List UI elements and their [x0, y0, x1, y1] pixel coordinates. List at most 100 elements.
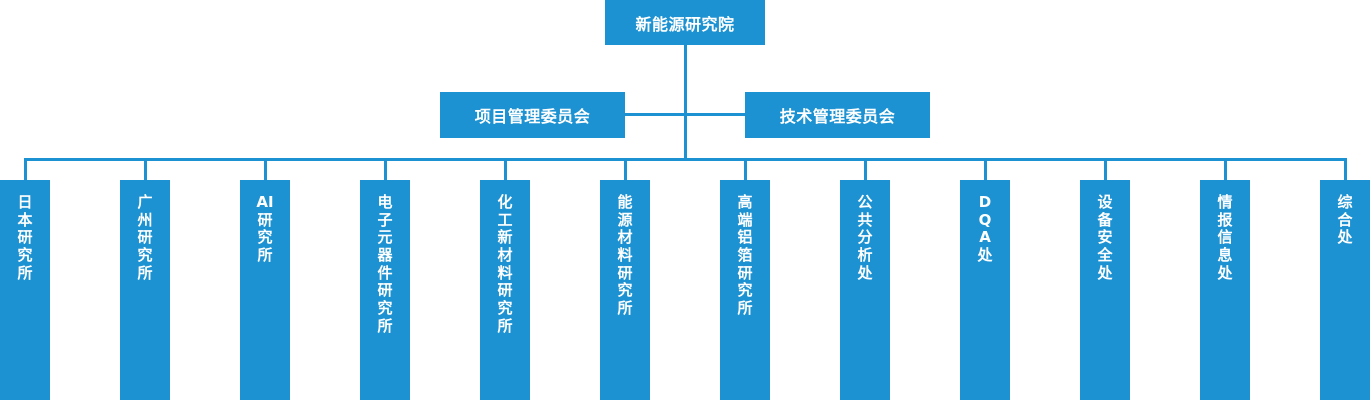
node-unit-label-char: 工 — [497, 210, 513, 229]
node-unit[interactable]: 高端铝箔研究所 — [720, 180, 770, 400]
distribution-bus-line — [24, 158, 1347, 161]
node-unit-label: 化工新材料研究所 — [480, 193, 530, 336]
node-unit[interactable]: 情报信息处 — [1200, 180, 1250, 400]
node-unit-label-char: 析 — [857, 246, 873, 265]
unit-stub-line — [984, 158, 987, 180]
node-unit-label-char: 电 — [377, 193, 393, 211]
node-unit-label-char: 究 — [737, 281, 753, 300]
unit-stub-line — [1104, 158, 1107, 180]
unit-stub-line — [264, 158, 267, 180]
node-unit-label-char: 所 — [257, 246, 273, 265]
node-unit[interactable]: 设备安全处 — [1080, 180, 1130, 400]
node-committee-project-label: 项目管理委员会 — [474, 107, 591, 126]
node-unit-label: 广州研究所 — [120, 193, 170, 282]
node-root-label: 新能源研究院 — [635, 14, 735, 34]
node-unit-label-char: 箔 — [737, 246, 753, 265]
node-unit-label-char: 所 — [617, 299, 633, 318]
unit-stub-line — [1344, 158, 1347, 180]
unit-stub-line — [144, 158, 147, 180]
node-unit[interactable]: 广州研究所 — [120, 180, 170, 400]
node-unit-label-char: 处 — [977, 246, 993, 265]
node-unit-label-char: 化 — [497, 193, 513, 211]
node-unit-label-char: 处 — [857, 263, 873, 282]
node-unit-label-char: 所 — [737, 299, 753, 318]
unit-stub-line — [504, 158, 507, 180]
unit-stub-line — [384, 158, 387, 180]
node-unit-label-char: 日 — [17, 193, 33, 211]
node-unit-label: 高端铝箔研究所 — [720, 193, 770, 318]
node-unit-label: 设备安全处 — [1080, 193, 1130, 282]
node-unit[interactable]: 日本研究所 — [0, 180, 50, 400]
node-unit-label-char: 安 — [1097, 228, 1113, 247]
node-unit-label-char: 材 — [617, 228, 633, 247]
unit-stub-line — [1224, 158, 1227, 180]
node-unit-label-char: 究 — [257, 228, 273, 247]
node-unit-label-char: 件 — [377, 263, 393, 282]
node-unit[interactable]: 能源材料研究所 — [600, 180, 650, 400]
node-unit-label-char: 处 — [1337, 228, 1353, 247]
node-unit-label-char: 所 — [497, 316, 513, 335]
node-unit-label: 综合处 — [1320, 193, 1370, 247]
node-unit-label-char: AI — [256, 193, 274, 211]
node-unit-label-char: 料 — [497, 263, 513, 282]
node-unit-label: 情报信息处 — [1200, 193, 1250, 282]
node-unit-label-char: 合 — [1337, 210, 1353, 229]
node-unit-label-char: 高 — [737, 193, 753, 211]
node-unit-label-char: 州 — [137, 210, 153, 229]
node-unit-label-char: 备 — [1097, 210, 1113, 229]
node-unit-label-char: 器 — [377, 246, 393, 265]
node-unit-label-char: D — [978, 193, 992, 211]
node-root[interactable]: 新能源研究院 — [605, 0, 765, 45]
node-unit-label-char: 所 — [377, 316, 393, 335]
node-unit-label-char: 究 — [377, 299, 393, 318]
node-unit[interactable]: 化工新材料研究所 — [480, 180, 530, 400]
node-unit-label-char: 元 — [377, 228, 393, 247]
node-unit-label: 日本研究所 — [0, 193, 50, 282]
node-unit-label: 公共分析处 — [840, 193, 890, 282]
node-unit-label-char: 新 — [497, 228, 513, 247]
node-committee-technology-label: 技术管理委员会 — [779, 107, 896, 126]
node-unit-label-char: 全 — [1097, 246, 1113, 265]
unit-stub-line — [864, 158, 867, 180]
node-unit-label-char: 设 — [1097, 193, 1113, 211]
node-unit-label-char: 广 — [137, 193, 153, 211]
node-unit-label-char: 研 — [257, 210, 273, 229]
node-unit-label-char: 究 — [17, 246, 33, 265]
node-unit-label-char: 研 — [497, 281, 513, 300]
node-unit-label-char: 综 — [1337, 193, 1353, 211]
node-unit-label-char: 研 — [17, 228, 33, 247]
node-unit-label-char: 源 — [617, 210, 633, 229]
node-unit-label-char: 端 — [737, 210, 753, 229]
node-unit-label-char: 所 — [17, 263, 33, 282]
node-unit-label-char: 研 — [137, 228, 153, 247]
node-unit-label-char: A — [979, 228, 991, 247]
node-unit-label-char: 本 — [17, 210, 33, 229]
unit-stub-line — [624, 158, 627, 180]
node-unit[interactable]: 综合处 — [1320, 180, 1370, 400]
unit-stub-line — [24, 158, 27, 180]
node-unit-label-char: 究 — [497, 299, 513, 318]
node-unit-label-char: 情 — [1217, 193, 1233, 211]
node-unit-label-char: 处 — [1097, 263, 1113, 282]
node-unit[interactable]: 公共分析处 — [840, 180, 890, 400]
trunk-line — [684, 45, 687, 161]
node-unit-label-char: 铝 — [737, 228, 753, 247]
node-unit-label-char: 材 — [497, 246, 513, 265]
node-unit[interactable]: 电子元器件研究所 — [360, 180, 410, 400]
node-unit-label-char: 能 — [617, 193, 633, 211]
node-unit-label-char: 所 — [137, 263, 153, 282]
node-unit-label-char: 子 — [377, 210, 393, 229]
node-unit-label-char: 究 — [137, 246, 153, 265]
node-committee-project[interactable]: 项目管理委员会 — [440, 92, 625, 138]
node-unit-label-char: Q — [978, 210, 992, 229]
node-unit-label-char: 报 — [1217, 210, 1233, 229]
unit-stub-line — [744, 158, 747, 180]
node-committee-technology[interactable]: 技术管理委员会 — [745, 92, 930, 138]
node-unit-label-char: 公 — [857, 193, 873, 211]
node-unit-label-char: 分 — [857, 228, 873, 247]
